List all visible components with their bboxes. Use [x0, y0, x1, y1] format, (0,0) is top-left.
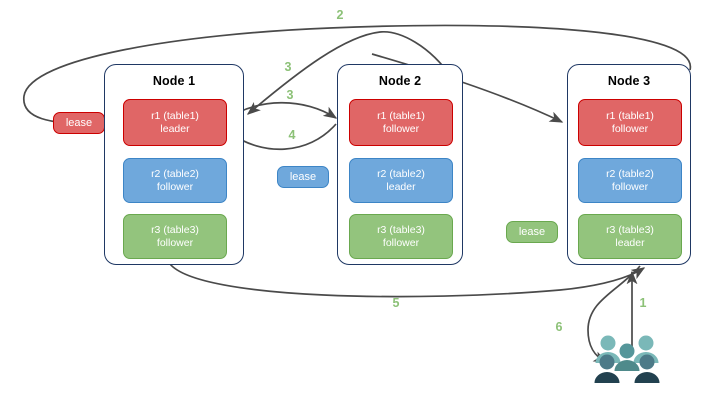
replica-role: leader — [160, 122, 190, 135]
step-label-6: 6 — [555, 320, 563, 334]
replica-id: r1 (table1) — [606, 109, 654, 122]
lease-label: lease — [289, 170, 317, 183]
replica-id: r2 (table2) — [151, 167, 199, 180]
node-box-node-2[interactable]: Node 2 r1 (table1) follower r2 (table2) … — [337, 64, 463, 265]
lease-chip-r3[interactable]: lease — [506, 221, 558, 243]
replica-id: r2 (table2) — [606, 167, 654, 180]
replica-r2-table2[interactable]: r2 (table2) follower — [123, 158, 227, 203]
replica-role: leader — [386, 180, 416, 193]
step-label-1: 1 — [639, 296, 647, 310]
node-box-node-1[interactable]: Node 1 r1 (table1) leader r2 (table2) fo… — [104, 64, 244, 265]
node-title: Node 1 — [152, 74, 196, 88]
replica-r2-table2[interactable]: r2 (table2) follower — [578, 158, 682, 203]
replica-r3-table3[interactable]: r3 (table3) leader — [578, 214, 682, 259]
replica-role: follower — [156, 236, 194, 249]
replica-id: r2 (table2) — [377, 167, 425, 180]
replica-id: r3 (table3) — [606, 223, 654, 236]
lease-chip-r1[interactable]: lease — [53, 112, 105, 134]
node-box-node-3[interactable]: Node 3 r1 (table1) follower r2 (table2) … — [567, 64, 691, 265]
step-label-3a: 3 — [284, 60, 292, 74]
lease-label: lease — [65, 116, 93, 129]
replica-role: follower — [156, 180, 194, 193]
step-label-5: 5 — [392, 296, 400, 310]
replica-r1-table1[interactable]: r1 (table1) leader — [123, 99, 227, 146]
step-label-2: 2 — [336, 8, 344, 22]
step-label-4: 4 — [288, 128, 296, 142]
lease-chip-r2[interactable]: lease — [277, 166, 329, 188]
replica-role: leader — [615, 236, 645, 249]
replica-role: follower — [611, 122, 649, 135]
replica-id: r3 (table3) — [377, 223, 425, 236]
replica-id: r1 (table1) — [377, 109, 425, 122]
replica-role: follower — [382, 122, 420, 135]
replica-role: follower — [611, 180, 649, 193]
replica-id: r1 (table1) — [151, 109, 199, 122]
node-title: Node 2 — [378, 74, 422, 88]
replica-r3-table3[interactable]: r3 (table3) follower — [123, 214, 227, 259]
arrow-step-5 — [169, 263, 646, 298]
clients-group-icon — [592, 334, 664, 390]
node-title: Node 3 — [607, 74, 651, 88]
replica-r1-table1[interactable]: r1 (table1) follower — [349, 99, 453, 146]
replica-r1-table1[interactable]: r1 (table1) follower — [578, 99, 682, 146]
replica-role: follower — [382, 236, 420, 249]
people-icon — [594, 335, 660, 383]
step-label-3b: 3 — [286, 88, 294, 102]
lease-label: lease — [518, 225, 546, 238]
replica-r2-table2[interactable]: r2 (table2) leader — [349, 158, 453, 203]
replica-r3-table3[interactable]: r3 (table3) follower — [349, 214, 453, 259]
replica-id: r3 (table3) — [151, 223, 199, 236]
